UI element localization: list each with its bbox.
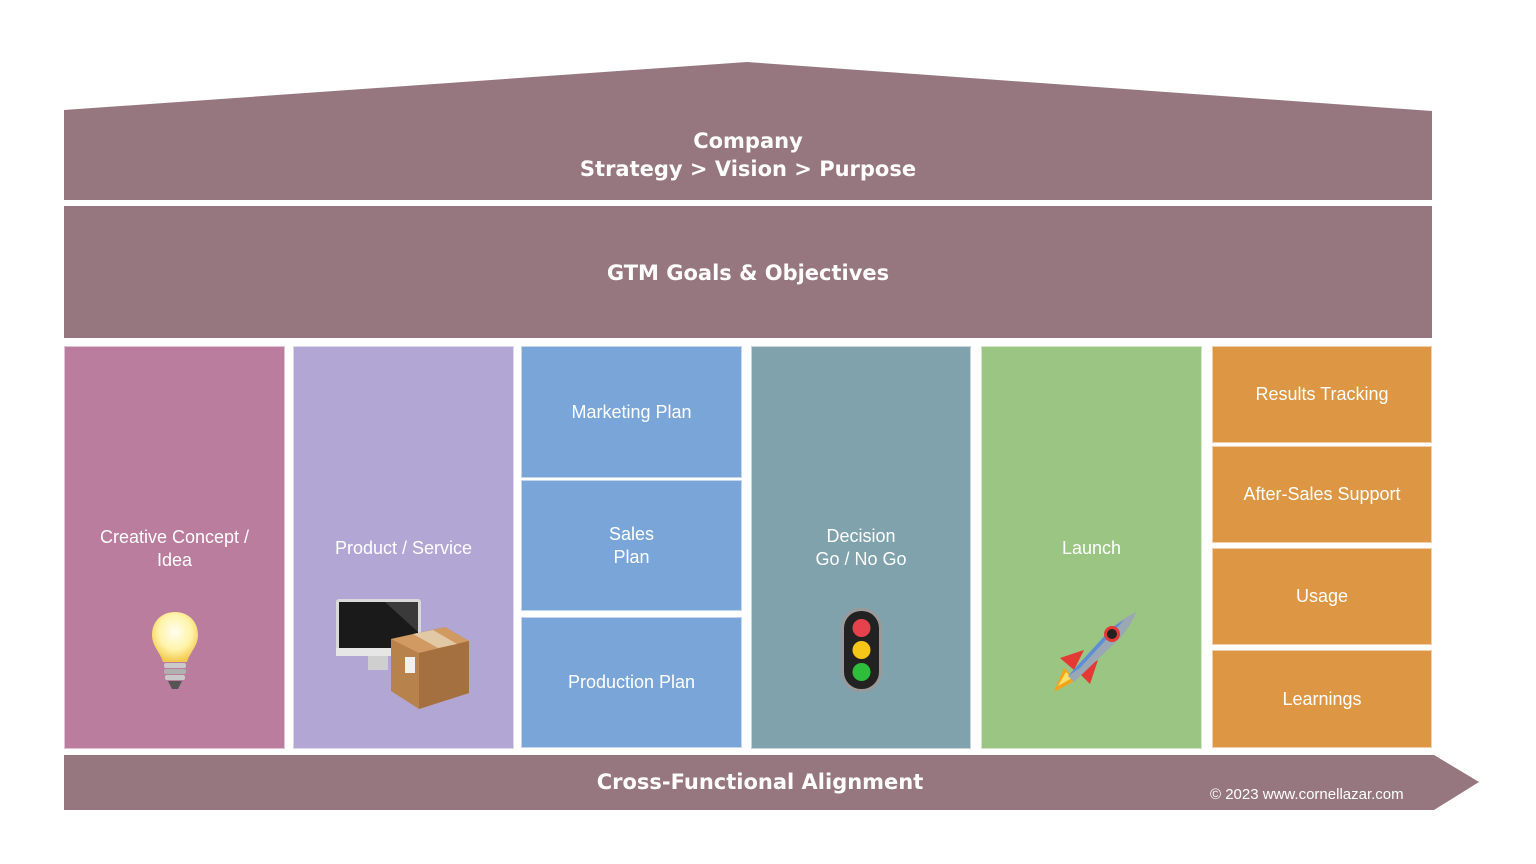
lightbulb-icon [150, 610, 200, 699]
plan-marketing: Marketing Plan [521, 346, 742, 478]
pillar-launch: Launch [981, 346, 1202, 749]
pillar-label: Product / Service [334, 538, 473, 558]
plan-production: Production Plan [521, 617, 742, 748]
foundation-arrow [64, 755, 1479, 810]
foundation-label: Cross-Functional Alignment [596, 770, 924, 794]
computer-and-box-icon [335, 597, 475, 720]
traffic-light-icon [840, 607, 883, 698]
followup-results-tracking: Results Tracking [1212, 346, 1432, 443]
followup-label: Learnings [1282, 688, 1362, 709]
roof-line-1: Company [693, 129, 803, 153]
copyright-text: © 2023 www.cornellazar.com [1210, 786, 1404, 803]
roof-title: Company Strategy > Vision > Purpose [64, 127, 1432, 183]
pillar-creative-concept: Creative Concept / Idea [64, 346, 285, 749]
plan-label: Marketing Plan [571, 401, 692, 422]
pillar-label: Decision Go / No Go [815, 526, 907, 569]
pillar-label: Creative Concept / Idea [99, 527, 250, 570]
rocket-icon [1050, 610, 1138, 699]
roof-line-2: Strategy > Vision > Purpose [579, 157, 917, 181]
followup-after-sales-support: After-Sales Support [1212, 446, 1432, 543]
followup-label: Usage [1295, 586, 1349, 606]
followup-usage: Usage [1212, 548, 1432, 645]
pillar-label: Launch [1061, 538, 1122, 558]
roof-band [64, 62, 1432, 200]
goals-title: GTM Goals & Objectives [606, 261, 890, 285]
plan-sales: Sales Plan [521, 480, 742, 611]
plan-label: Sales Plan [608, 523, 655, 567]
followup-learnings: Learnings [1212, 650, 1432, 748]
goals-band [64, 206, 1432, 338]
followup-label: Results Tracking [1255, 384, 1389, 404]
followup-label: After-Sales Support [1243, 484, 1401, 504]
plan-label: Production Plan [567, 672, 696, 692]
